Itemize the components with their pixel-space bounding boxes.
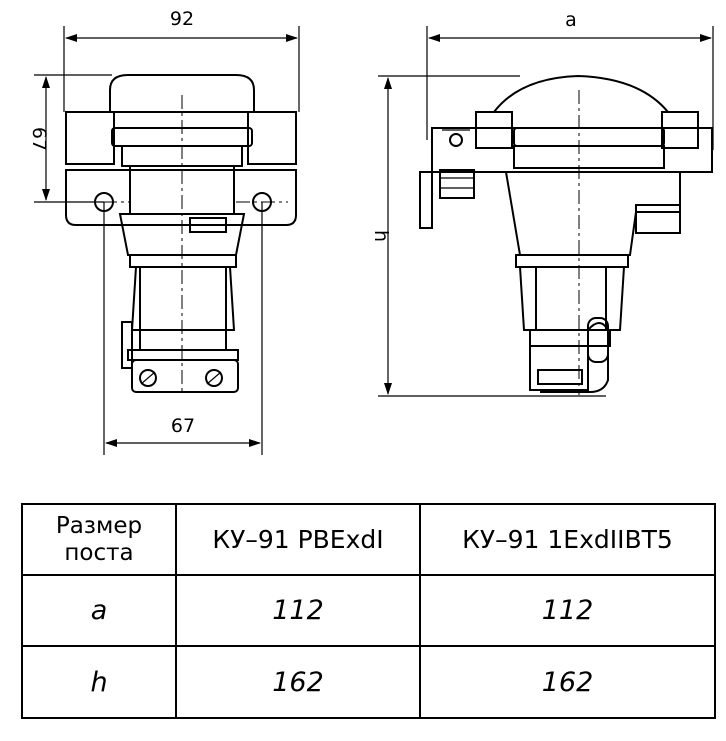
dimensions-table: Размер поста КУ–91 РВЕхdI КУ–91 1ЕхdIIВТ…	[21, 503, 716, 719]
table-row: a 112 112	[21, 574, 716, 647]
front-height-label: 67	[28, 127, 50, 151]
cell-h-model-2: 162	[419, 645, 716, 719]
side-height-label: h	[370, 230, 392, 242]
row-label-h: h	[21, 645, 177, 719]
header-cell-model-1: КУ–91 РВЕхdI	[175, 503, 421, 576]
side-view: a h	[370, 9, 714, 397]
front-bottom-label: 67	[171, 415, 195, 437]
cell-h-model-1: 162	[175, 645, 421, 719]
technical-drawing: 92 67 67	[28, 8, 714, 455]
front-width-label: 92	[170, 8, 194, 30]
front-view: 92 67 67	[28, 8, 300, 455]
row-label-a: a	[21, 574, 177, 647]
cell-a-model-1: 112	[175, 574, 421, 647]
header-cell-model-2: КУ–91 1ЕхdIIВТ5	[419, 503, 716, 576]
header-cell-size: Размер поста	[21, 503, 177, 576]
cell-a-model-2: 112	[419, 574, 716, 647]
table-header-row: Размер поста КУ–91 РВЕхdI КУ–91 1ЕхdIIВТ…	[21, 503, 716, 576]
side-width-label: a	[565, 9, 577, 31]
table-row: h 162 162	[21, 645, 716, 719]
